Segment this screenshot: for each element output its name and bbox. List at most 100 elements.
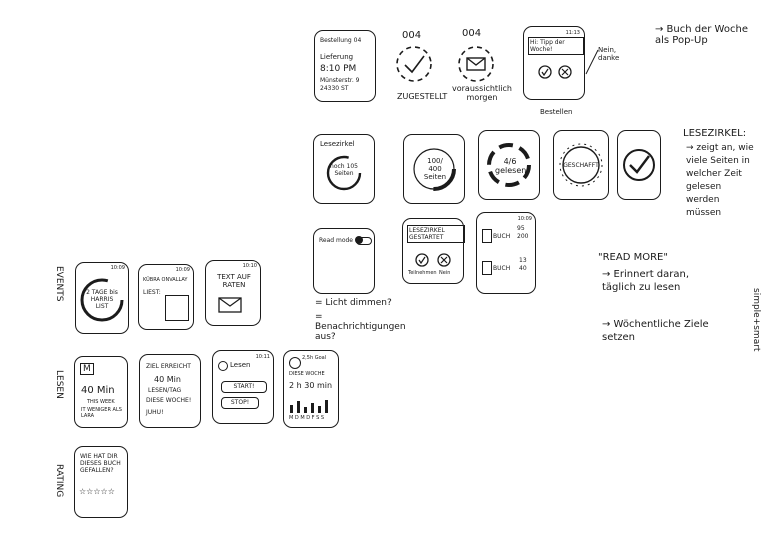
tip-watch: 11:13 Hi: Tipp der Woche! xyxy=(523,26,585,100)
lesezirkel-watch-2: 100/ 400 Seiten xyxy=(403,134,465,204)
readmore-side-note: simple+smart xyxy=(751,288,761,352)
readmore-bullet-2: → Wöchentliche Ziele setzen xyxy=(602,319,709,343)
lesen-watch-1: M 40 Min THIS WEEK IT WENIGER ALS LARA xyxy=(74,356,128,428)
book1-label: BUCH xyxy=(493,233,511,240)
book1-pages-b: 200 xyxy=(517,233,529,240)
event1-text: 2 TAGE bis HARRIS LIST xyxy=(86,289,118,310)
lesen2-l4: DIESE WOCHE! xyxy=(146,397,192,404)
rating-watch: WIE HAT DIR DIESES BUCH GEFALLEN? ☆☆☆☆☆ xyxy=(74,446,128,518)
expected-label: voraussichtlich morgen xyxy=(452,84,512,102)
book2-label: BUCH xyxy=(493,265,511,272)
lesen4-book-icon xyxy=(289,357,301,369)
lesezirkel-watch-1: Lesezirkel noch 105 Seiten xyxy=(313,134,375,204)
tip-text: Hi: Tipp der Woche! xyxy=(528,37,584,55)
delivered-label: ZUGESTELLT xyxy=(397,92,448,101)
tip-yes-icon[interactable] xyxy=(538,65,552,79)
stop-button[interactable]: STOP! xyxy=(221,397,259,409)
lesen4-goal: 2,5h Goal xyxy=(302,355,327,361)
started-yes-icon[interactable] xyxy=(415,253,429,267)
book2-pages-a: 13 xyxy=(519,257,527,264)
lesen-watch-3: 10:11 Lesen START! STOP! xyxy=(212,350,274,424)
lesen3-title: Lesen xyxy=(230,361,251,369)
event-watch-1: 10:09 2 TAGE bis HARRIS LIST xyxy=(75,262,129,334)
rating-question: WIE HAT DIR DIESES BUCH GEFALLEN? xyxy=(80,453,121,474)
started-no-label: Nein xyxy=(439,270,451,276)
readmode-title: Read mode xyxy=(319,237,353,244)
start-button[interactable]: START! xyxy=(221,381,267,393)
lesen4-days: M D M D F S S xyxy=(289,415,325,421)
lesen1-m-icon: M xyxy=(80,363,94,375)
order-street: Münsterstr. 9 xyxy=(320,77,360,84)
books-time: 10:09 xyxy=(517,216,532,222)
readmode-bullet-2: = Benachrichtigungen aus? xyxy=(315,312,406,342)
expected-mail-icon xyxy=(458,46,494,82)
lesezirkel-ring-4 xyxy=(559,143,603,187)
tip-time: 11:13 xyxy=(565,30,580,36)
rating-stars[interactable]: ☆☆☆☆☆ xyxy=(79,487,115,496)
books-watch: 10:09 BUCH 95 200 BUCH 13 40 xyxy=(476,212,536,294)
lesezirkel-ring-1 xyxy=(326,155,362,191)
lesen3-book-icon xyxy=(218,361,228,371)
lesezirkel-done: GESCHAFFT xyxy=(563,162,599,169)
event-watch-2: 10:09 KÜBRA ONVALLAY LIEST: xyxy=(138,264,194,330)
lesen2-l5: JUHU! xyxy=(146,409,164,416)
tip-no-icon[interactable] xyxy=(558,65,572,79)
readmode-toggle[interactable] xyxy=(355,236,372,245)
event2-title: KÜBRA ONVALLAY xyxy=(143,277,188,283)
lesezirkel-note-title: LESEZIRKEL: xyxy=(683,128,747,139)
event3-mail-icon xyxy=(218,297,242,313)
readmode-toggle-knob xyxy=(355,236,363,244)
event2-book-icon xyxy=(165,295,189,321)
lesezirkel-ring-2 xyxy=(412,147,456,191)
event2-time: 10:09 xyxy=(175,267,190,273)
started-no-icon[interactable] xyxy=(437,253,451,267)
lesezirkel-pages: 100/ 400 Seiten xyxy=(423,157,447,181)
started-yes-label: Teilnehmen xyxy=(408,270,437,276)
lesezirkel-note-body: → zeigt an, wie viele Seiten in welcher … xyxy=(686,143,754,218)
event1-time: 10:09 xyxy=(110,265,125,271)
readmode-bullet-1: = Licht dimmen? xyxy=(315,298,392,308)
book1-icon xyxy=(482,229,492,243)
tip-yes-annotation: Bestellen xyxy=(540,108,573,116)
book1-pages-a: 95 xyxy=(517,225,525,232)
lesen-watch-2: ZIEL ERREICHT 40 Min LESEN/TAG DIESE WOC… xyxy=(139,354,201,428)
lesen2-l1: ZIEL ERREICHT xyxy=(146,363,191,370)
event2-sub: LIEST: xyxy=(143,289,161,296)
event-watch-3: 10:10 TEXT AUF RATEN xyxy=(205,260,261,326)
readmore-title: "READ MORE" xyxy=(598,252,668,263)
lesezirkel-watch-4: GESCHAFFT xyxy=(553,130,609,200)
event1-ring xyxy=(80,278,124,322)
lesen-label: LESEN xyxy=(54,370,64,399)
event3-text: TEXT AUF RATEN xyxy=(217,273,251,289)
delivered-check-icon xyxy=(396,46,432,82)
order-time: 8:10 PM xyxy=(320,64,357,74)
lesezirkel-check-icon xyxy=(623,149,655,181)
tip-no-annotation: Nein, danke xyxy=(598,46,620,62)
lesezirkel-started-title: LESEZIRKEL GESTARTET xyxy=(407,225,465,243)
lesezirkel-ring-3 xyxy=(487,143,531,187)
lesezirkel-watch-5 xyxy=(617,130,661,200)
events-label: EVENTS xyxy=(54,266,64,302)
top-note: → Buch der Woche als Pop-Up xyxy=(655,24,748,46)
annotation-arrows xyxy=(585,49,599,75)
lesen1-minutes: 40 Min xyxy=(81,385,115,396)
lesezirkel-title: Lesezirkel xyxy=(320,140,355,148)
lesen4-l1: DIESE WOCHE xyxy=(289,371,325,377)
expected-number: 004 xyxy=(462,28,482,39)
readmore-bullet-1: → Erinnert daran, täglich zu lesen xyxy=(602,269,690,293)
lesen3-time: 10:11 xyxy=(255,354,270,360)
book2-icon xyxy=(482,261,492,275)
order-zip: 24330 ST xyxy=(320,85,349,92)
lesen2-l3: LESEN/TAG xyxy=(148,387,182,394)
lesen4-bars xyxy=(290,400,328,413)
lesezirkel-watch-3: 4/6 gelesen xyxy=(478,130,540,200)
readmode-watch: Read mode xyxy=(313,228,375,294)
order-delivery-label: Lieferung xyxy=(320,53,354,61)
rating-label: RATING xyxy=(54,464,64,498)
lesen4-l2: 2 h 30 min xyxy=(289,381,333,390)
lesen1-sub2: IT WENIGER ALS LARA xyxy=(81,407,122,419)
lesen-watch-4: 2,5h Goal DIESE WOCHE 2 h 30 min M D M D… xyxy=(283,350,339,428)
delivered-number: 004 xyxy=(402,30,422,41)
lesen1-sub1: THIS WEEK xyxy=(87,399,115,405)
event3-time: 10:10 xyxy=(242,263,257,269)
